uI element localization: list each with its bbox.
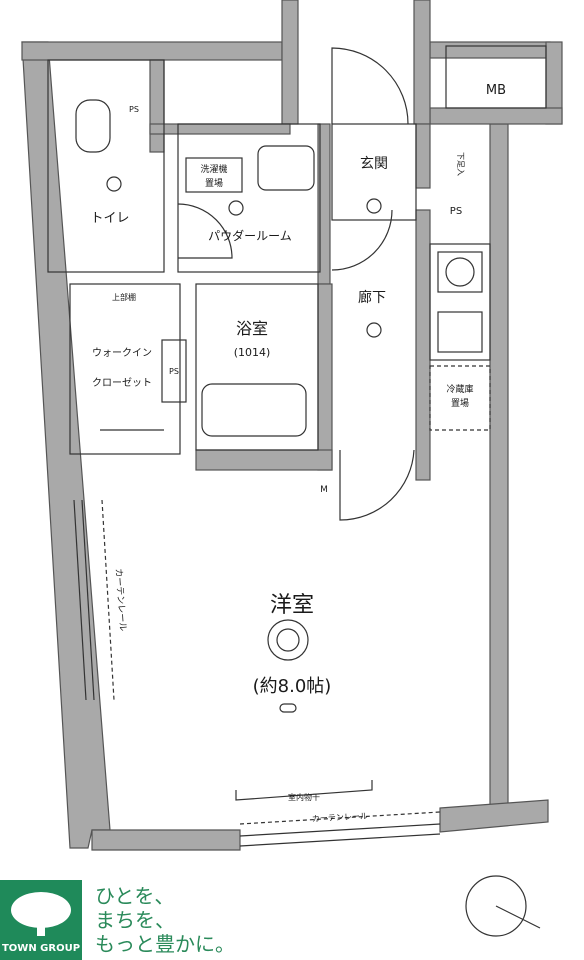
bathroom-room	[195, 283, 319, 451]
western-room-label: 洋室	[270, 593, 314, 618]
entrance-door-arc	[331, 47, 409, 125]
logo-company-name: TOWN GROUP	[1, 943, 81, 954]
ps-label-hall: PS	[450, 206, 462, 217]
bath-wall-right	[317, 283, 333, 471]
hallway-label: 廊下	[358, 289, 386, 306]
company-logo: TOWN GROUP	[0, 880, 82, 960]
aircon-marker	[279, 703, 297, 713]
toilet-wall	[149, 59, 165, 153]
mb-box	[445, 45, 547, 109]
kitchen-sink	[437, 311, 483, 353]
sink-basin	[257, 145, 315, 191]
powder-room-label: パウダールーム	[208, 228, 292, 243]
north-wall-right	[429, 41, 551, 59]
curtain-rail-west-label: カーテンレール	[113, 568, 128, 632]
south-window-1	[239, 823, 441, 837]
light-entrance	[366, 198, 382, 214]
curtain-rail-south-label: カーテンレール	[312, 812, 368, 824]
indoor-dryer-line	[235, 780, 373, 801]
stove-burner	[445, 257, 475, 287]
south-window-2	[239, 833, 441, 847]
room-door-arc	[339, 449, 415, 521]
closet-label-2: クローゼット	[92, 377, 152, 389]
slogan-line-3: もっと豊かに。	[95, 932, 235, 956]
ps-label-closet: PS	[169, 367, 179, 376]
entrance-wall	[415, 123, 431, 189]
light-hall	[366, 322, 382, 338]
slogan-line-2: まちを、	[95, 908, 175, 932]
west-wall	[21, 41, 111, 849]
slogan-line-1: ひとを、	[95, 884, 175, 908]
bathroom-label: 浴室	[236, 319, 268, 338]
indoor-dryer-label: 室内物干	[288, 792, 320, 802]
ps-box-closet	[161, 339, 187, 403]
west-window-2	[81, 499, 95, 701]
mb-label: MB	[486, 83, 506, 98]
curtain-rail-west	[101, 499, 115, 701]
toilet-label: トイレ	[90, 211, 129, 226]
light-toilet	[106, 176, 122, 192]
toilet-bowl	[75, 99, 111, 153]
washer-label-2: 置場	[205, 177, 223, 189]
ps-label-toilet: PS	[129, 105, 139, 114]
stove	[437, 251, 483, 293]
bathtub	[201, 383, 307, 437]
south-wall-right	[439, 799, 549, 833]
washer-box	[185, 157, 243, 193]
light-main-outer	[267, 619, 309, 661]
entrance-label: 玄関	[360, 155, 388, 172]
hall-door-arc	[331, 209, 393, 271]
fridge-area	[429, 365, 491, 431]
light-powder	[228, 200, 244, 216]
toilet-room	[47, 59, 165, 273]
fridge-label-2: 置場	[451, 397, 469, 409]
mb-wall	[429, 107, 563, 125]
slogan: ひとを、 まちを、 もっと豊かに。	[95, 884, 235, 956]
western-room-size: (約8.0帖)	[253, 676, 332, 697]
north-wall-left	[21, 41, 283, 61]
fridge-label-1: 冷蔵庫	[446, 383, 473, 395]
washer-label-1: 洗濯機	[200, 163, 227, 175]
shaft-wall-top	[281, 0, 299, 125]
entrance-area	[331, 123, 417, 221]
tree-icon	[11, 892, 71, 936]
south-wall	[91, 829, 241, 851]
west-window-1	[73, 499, 87, 701]
hall-wall-right	[415, 209, 431, 481]
shaft-wall-top-right	[413, 0, 431, 125]
compass-needle	[495, 905, 541, 929]
powder-room	[177, 123, 321, 273]
closet-room	[69, 283, 181, 455]
shelf-label: 上部棚	[112, 292, 136, 302]
shoe-box-label: 下足入	[456, 152, 465, 176]
light-main-inner	[276, 628, 300, 652]
bath-wall-bottom	[195, 449, 333, 471]
powder-door-arc	[177, 203, 233, 259]
curtain-rail-south	[239, 811, 441, 825]
m-label: M	[320, 485, 328, 495]
toilet-wall-h	[149, 123, 291, 135]
east-wall	[489, 123, 509, 825]
compass-circle	[465, 875, 527, 937]
kitchen-counter	[429, 243, 491, 361]
closet-label-1: ウォークイン	[92, 347, 152, 359]
bathroom-size: (1014)	[234, 346, 271, 359]
